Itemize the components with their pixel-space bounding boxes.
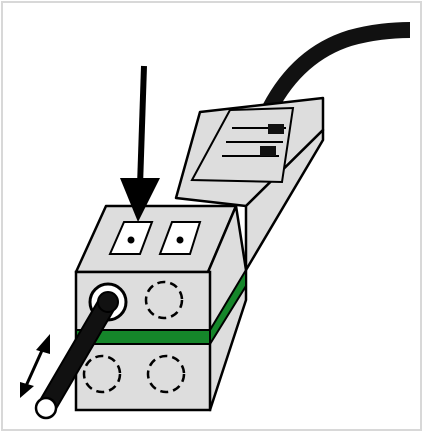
double-headed-arrow-icon <box>20 334 50 398</box>
move-arrow-shaft <box>24 345 46 387</box>
probe-inner-end <box>97 291 119 313</box>
label-panel <box>190 106 295 184</box>
probe <box>34 291 119 420</box>
connector-housing <box>74 204 248 412</box>
move-arrow-head-down <box>20 382 34 398</box>
adapter-body <box>174 96 325 272</box>
probe-shaft-fill <box>39 297 115 413</box>
adapter-side-face <box>244 128 325 272</box>
socket-pin <box>127 236 135 244</box>
green-band-side <box>209 266 247 348</box>
front-opening <box>82 354 122 394</box>
socket-pin <box>176 236 184 244</box>
arrow-down-icon <box>120 65 160 222</box>
probe-tip <box>34 396 58 420</box>
front-opening <box>146 354 186 394</box>
arrow-head <box>120 178 160 222</box>
power-cable <box>262 22 411 112</box>
front-opening <box>144 280 184 320</box>
label-marker <box>260 146 276 156</box>
label-marker <box>268 124 284 134</box>
arrow-shaft <box>137 65 147 187</box>
move-arrow-head-up <box>36 334 50 354</box>
